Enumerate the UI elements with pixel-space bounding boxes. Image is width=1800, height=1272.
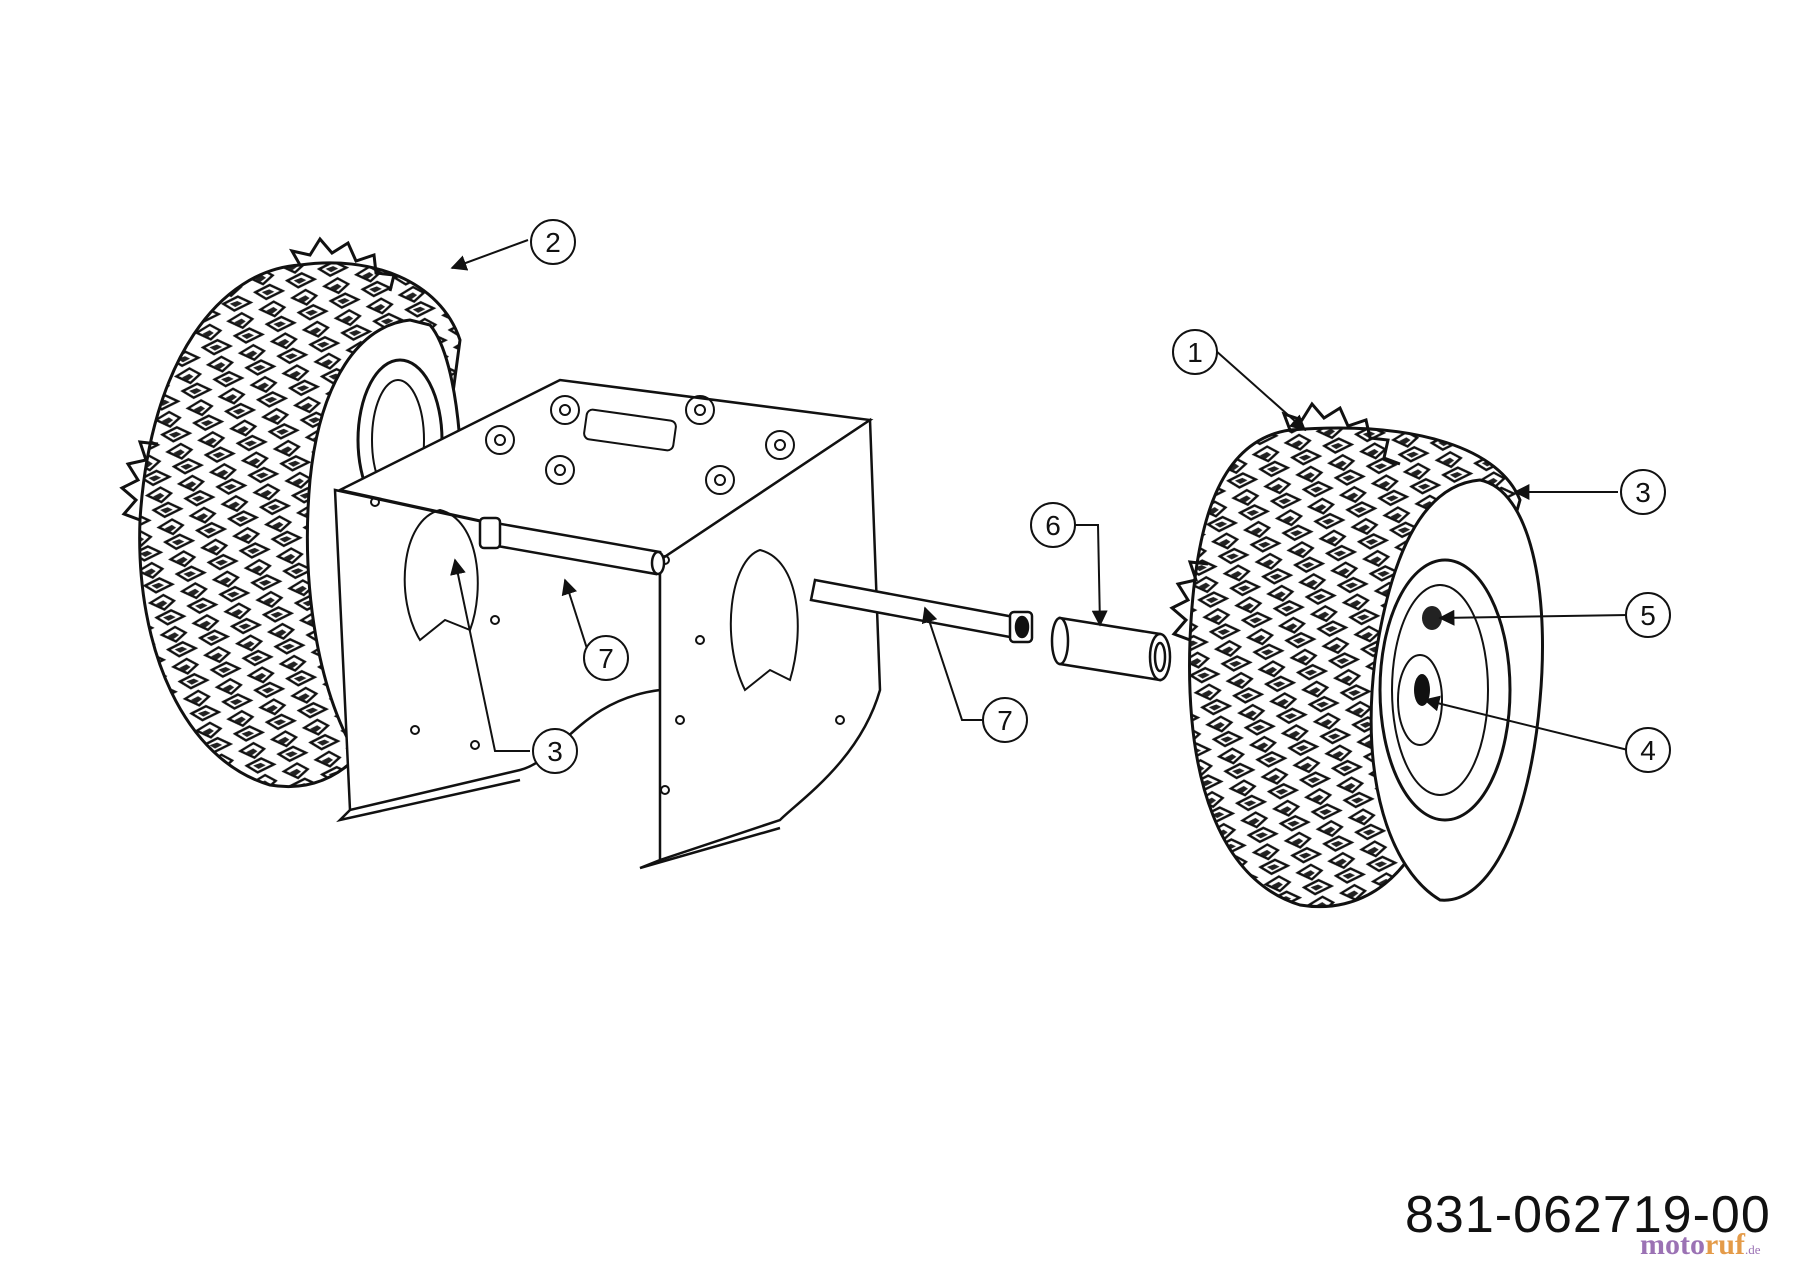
left-tire-knobs — [119, 236, 396, 522]
right-sidewall — [1369, 478, 1544, 902]
svg-text:1: 1 — [1187, 337, 1203, 368]
callout-6: 6 — [1030, 502, 1076, 548]
diagram-part-number: 831-062719-00 — [1405, 1186, 1771, 1244]
chassis-right-side — [658, 417, 882, 862]
chassis-bottom-flange — [336, 778, 781, 870]
watermark-part3: .de — [1744, 1242, 1761, 1257]
leader-5 — [1438, 609, 1629, 626]
right-wheel — [1169, 401, 1544, 909]
callout-1: 1 — [1172, 329, 1218, 375]
callout-4: 4 — [1625, 727, 1671, 773]
watermark-part1: moto — [1640, 1228, 1705, 1261]
right-side-cutout — [729, 548, 799, 692]
svg-text:6: 6 — [1045, 510, 1061, 541]
callout-3-right: 3 — [1620, 469, 1666, 515]
right-hub — [1397, 654, 1443, 746]
chassis-left-side — [333, 488, 662, 812]
watermark-logo: motoruf.de — [1640, 1228, 1761, 1262]
leader-1 — [1214, 349, 1307, 432]
leader-4 — [1423, 695, 1629, 751]
right-rim — [1378, 558, 1512, 822]
callout-5: 5 — [1625, 592, 1671, 638]
svg-text:4: 4 — [1640, 735, 1656, 766]
svg-text:7: 7 — [997, 705, 1013, 736]
leader-2 — [450, 239, 529, 271]
callout-bubbles: 1 2 3 3 4 5 6 7 — [530, 219, 1671, 774]
left-side-cutout — [403, 508, 479, 642]
callout-3-left: 3 — [532, 728, 578, 774]
right-rim-inner — [1391, 584, 1489, 796]
leader-6 — [1075, 524, 1108, 627]
callout-2: 2 — [530, 219, 576, 265]
top-plate-details — [485, 395, 795, 495]
svg-text:5: 5 — [1640, 600, 1656, 631]
callout-7-upper: 7 — [583, 635, 629, 681]
leader-lines — [450, 239, 1629, 752]
leader-7a — [561, 578, 591, 659]
watermark-part2: ruf — [1704, 1228, 1745, 1261]
callout-7-lower: 7 — [982, 697, 1028, 743]
spacer-tube — [1050, 616, 1172, 682]
svg-text:3: 3 — [1635, 477, 1651, 508]
axle-shafts — [478, 516, 1034, 644]
svg-text:2: 2 — [545, 227, 561, 258]
chassis-frame — [333, 378, 882, 870]
valve-stem — [1422, 606, 1442, 630]
leader-3b — [450, 558, 530, 752]
svg-text:7: 7 — [598, 643, 614, 674]
leader-7b — [921, 606, 982, 721]
svg-text:3: 3 — [547, 736, 563, 767]
